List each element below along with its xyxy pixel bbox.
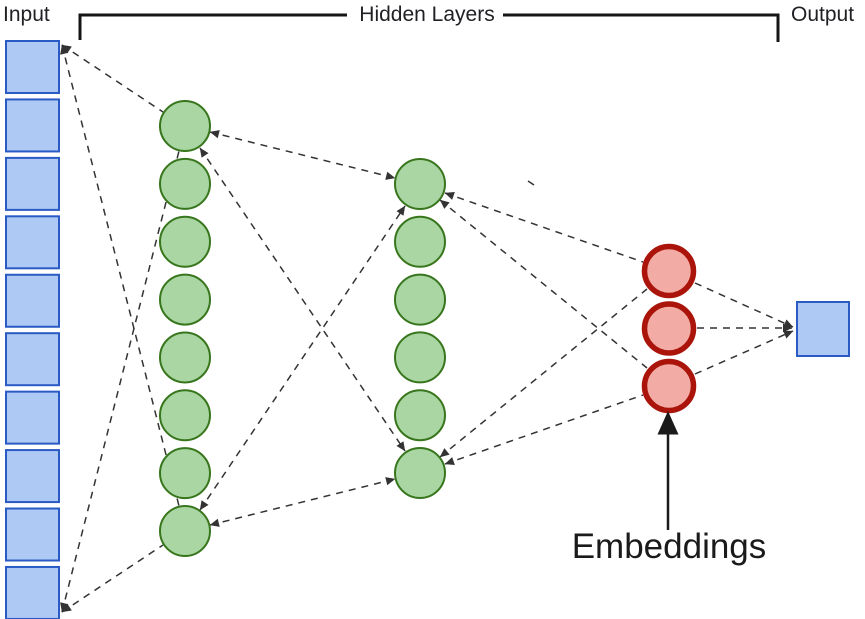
hidden-layer-1-node	[159, 273, 211, 326]
stray-dash-mark	[527, 180, 535, 186]
hidden-layer-2-node	[394, 158, 446, 210]
connection-hidden1-node-8-to-hidden2-node-1	[199, 205, 406, 511]
connection-hidden2-node-1-to-embedding-node-1	[444, 191, 644, 263]
embeddings-label: Embeddings	[571, 527, 767, 566]
input-node	[5, 273, 60, 328]
input-node	[5, 507, 60, 562]
input-node	[5, 390, 60, 445]
embedding-node	[641, 243, 697, 299]
input-node	[5, 565, 60, 619]
hidden-layer-1-node	[159, 100, 211, 152]
embedding-node	[641, 358, 697, 414]
connection-hidden1-node-8-to-hidden2-node-6	[209, 477, 396, 527]
input-label: Input	[3, 3, 50, 26]
hidden-layer-2-node	[394, 273, 446, 326]
hidden-layer-1-node	[159, 505, 211, 558]
connection-hidden1-node-1-to-hidden2-node-6	[199, 147, 406, 452]
connection-input-node-10-to-hidden1-node-1	[60, 150, 180, 613]
connections-group	[60, 44, 794, 613]
input-node	[5, 215, 60, 270]
hidden-layer-2-node	[394, 389, 446, 442]
hidden-layers-bracket	[78, 13, 780, 42]
connection-hidden2-node-6-to-embedding-node-3	[444, 394, 644, 466]
hidden-layer-2-node	[394, 331, 446, 384]
hidden-layer-2-node	[394, 447, 446, 499]
embedding-node	[641, 301, 697, 356]
connection-hidden2-node-1-to-embedding-node-3	[439, 199, 648, 369]
embeddings-arrow	[657, 411, 679, 530]
hidden-layer-1-node	[159, 447, 211, 500]
hidden-layer-1-node	[159, 389, 211, 442]
hidden-layer-1-node	[159, 215, 211, 268]
input-node	[5, 156, 60, 211]
connection-hidden2-node-6-to-embedding-node-1	[439, 288, 648, 458]
connection-embedding-node-1-to-output-node	[694, 282, 794, 328]
hidden-layers-label: Hidden Layers	[359, 3, 495, 26]
output-node	[796, 301, 850, 357]
hidden-layer-2-node	[394, 215, 446, 268]
connection-embedding-node-3-to-output-node	[694, 330, 794, 375]
hidden-layer-1-node	[159, 157, 211, 210]
connection-input-node-1-to-hidden1-node-8	[60, 44, 180, 507]
connection-hidden1-node-1-to-hidden2-node-1	[209, 130, 396, 180]
input-node	[5, 40, 60, 94]
input-node	[5, 98, 60, 153]
output-label: Output	[791, 3, 855, 26]
input-node	[5, 332, 60, 387]
input-node	[5, 449, 60, 504]
nodes-group	[5, 40, 850, 619]
hidden-layer-1-node	[159, 331, 211, 384]
